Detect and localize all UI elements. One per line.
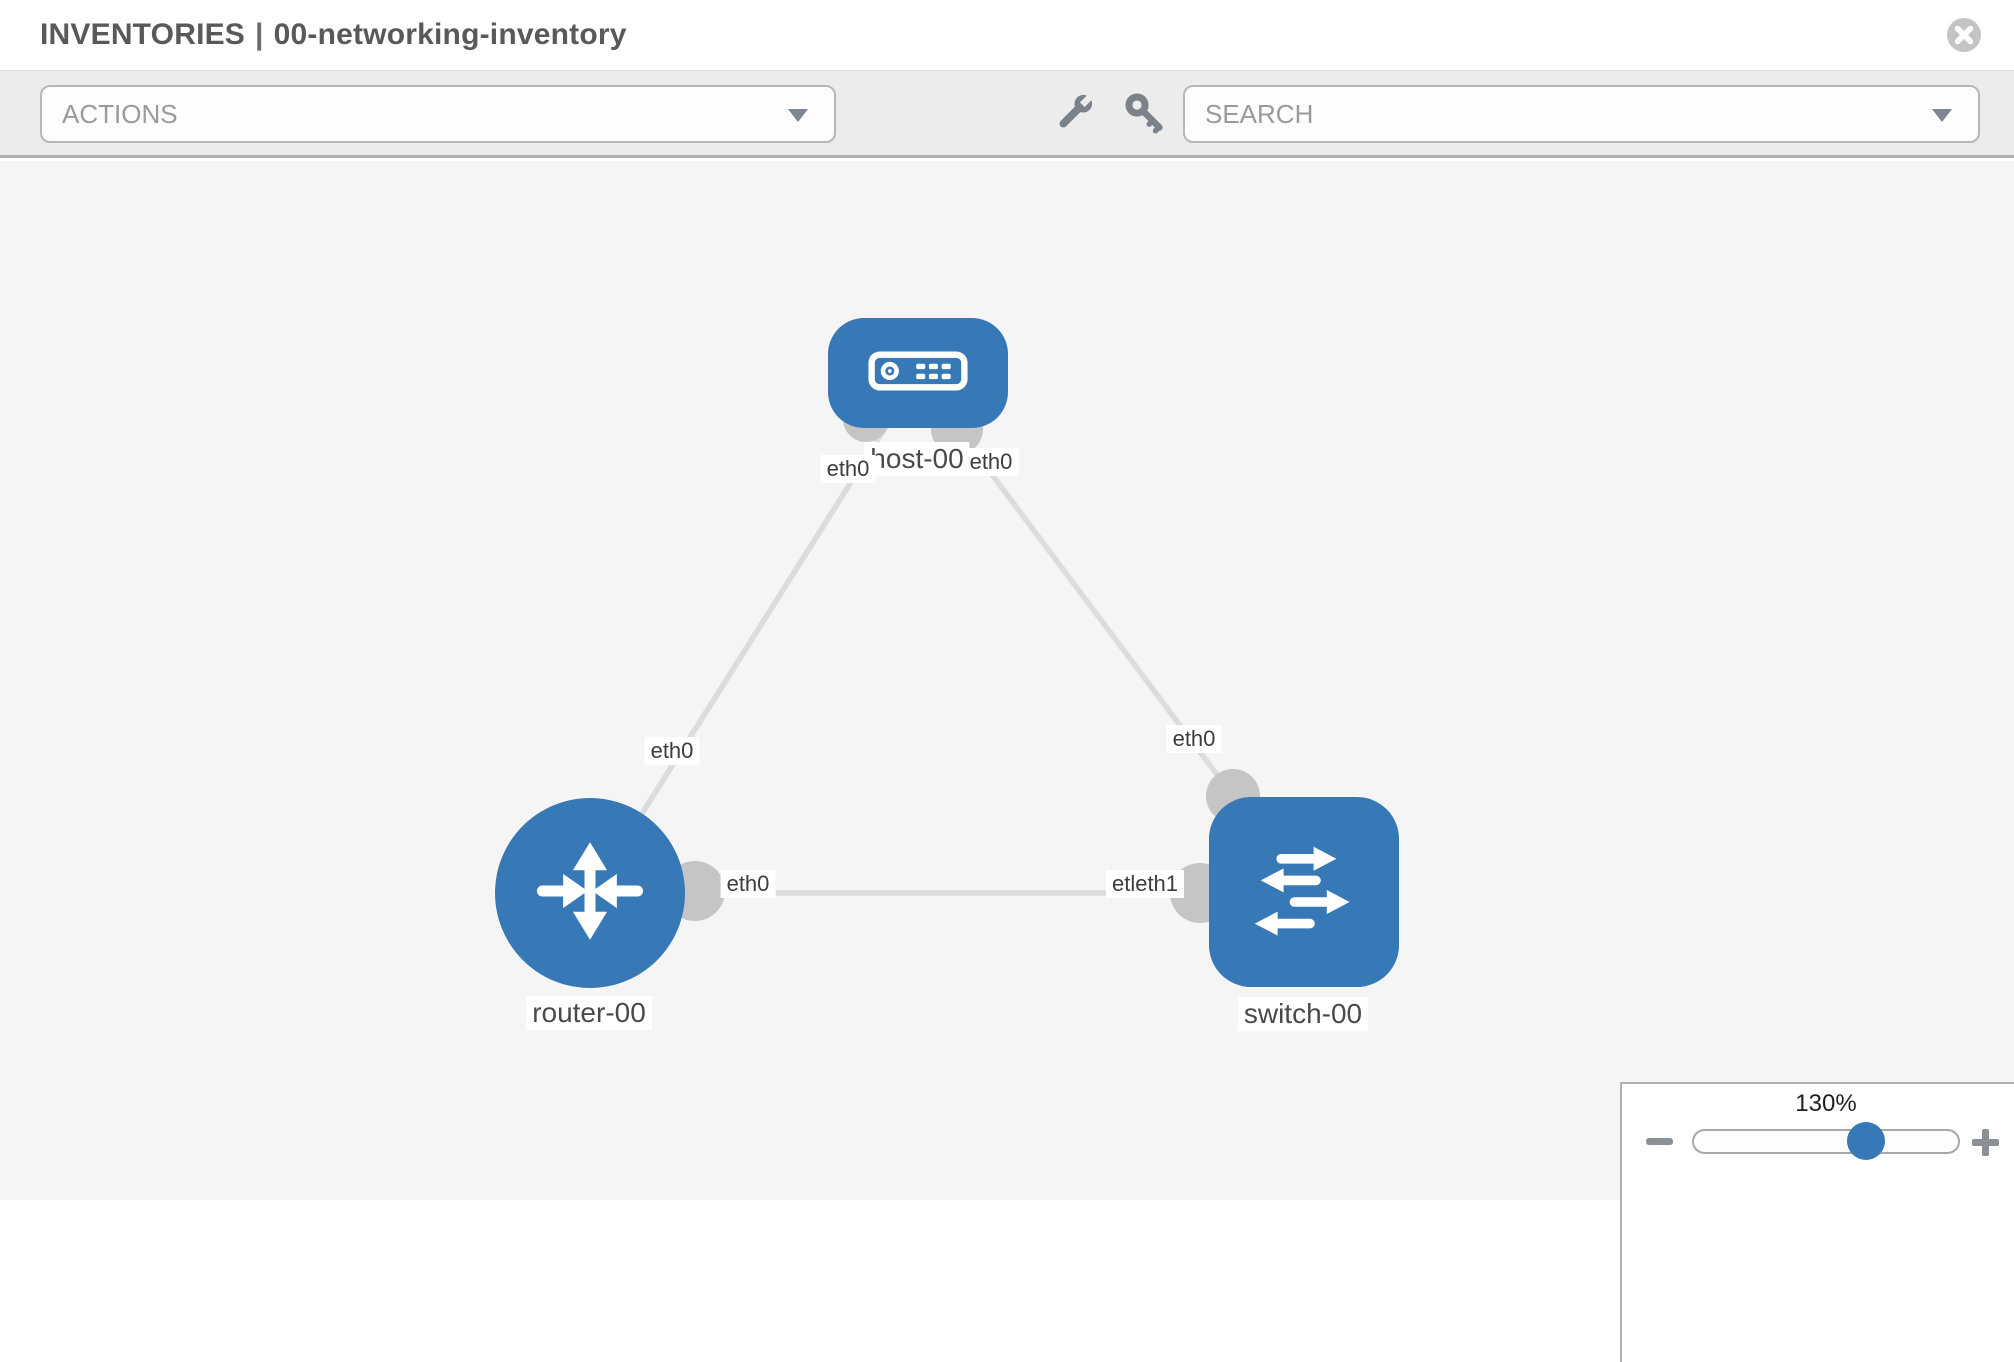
- node-label-host: host-00: [864, 442, 970, 476]
- zoom-panel: 130%: [1620, 1082, 2014, 1362]
- node-router-00[interactable]: [495, 798, 685, 988]
- breadcrumb: INVENTORIES | 00-networking-inventory: [40, 0, 627, 70]
- node-host-00[interactable]: [828, 318, 1008, 428]
- zoom-slider-thumb[interactable]: [1847, 1122, 1885, 1160]
- breadcrumb-separator: |: [255, 18, 264, 51]
- router-arrows-icon: [529, 830, 651, 957]
- close-button[interactable]: [1946, 17, 1982, 53]
- node-label-router: router-00: [526, 996, 652, 1030]
- zoom-slider-track[interactable]: [1692, 1129, 1960, 1154]
- chevron-down-icon: [1932, 109, 1952, 122]
- wrench-icon: [1053, 93, 1097, 140]
- key-icon: [1122, 92, 1166, 140]
- interface-label-switch-eth0-uplink: eth0: [1166, 725, 1222, 753]
- tools-button[interactable]: [1051, 85, 1099, 141]
- header-bar: INVENTORIES | 00-networking-inventory: [0, 0, 2014, 71]
- breadcrumb-inventory-name: 00-networking-inventory: [273, 18, 627, 51]
- chevron-down-icon: [788, 109, 808, 122]
- interface-label-host-eth0-right: eth0: [963, 448, 1019, 476]
- links-layer: [587, 374, 1304, 923]
- node-label-switch: switch-00: [1237, 997, 1369, 1031]
- credentials-button[interactable]: [1120, 85, 1168, 141]
- zoom-level-value: 130%: [1795, 1090, 1857, 1117]
- breadcrumb-section: INVENTORIES: [40, 18, 246, 51]
- switch-arrows-icon: [1244, 830, 1364, 955]
- interface-label-router-eth0-uplink: eth0: [644, 737, 700, 765]
- interface-label-switch-eth1-lan: etleth1: [1105, 870, 1185, 898]
- actions-dropdown-label: ACTIONS: [62, 99, 178, 129]
- server-icon: [868, 350, 968, 397]
- interface-label-router-eth0-lan: eth0: [720, 870, 776, 898]
- zoom-in-button plus-icon[interactable]: [1972, 1129, 1999, 1156]
- search-placeholder: SEARCH: [1205, 99, 1314, 129]
- node-switch-00[interactable]: [1209, 797, 1399, 987]
- search-dropdown[interactable]: SEARCH: [1183, 85, 1980, 143]
- toolbar: ACTIONS S: [0, 71, 2014, 158]
- actions-dropdown[interactable]: ACTIONS: [40, 85, 836, 143]
- zoom-out-button minus-icon[interactable]: [1646, 1138, 1673, 1145]
- topology-canvas[interactable]: host-00 router-00 switch-00 eth0 eth0 et…: [0, 161, 2014, 1362]
- interface-label-host-eth0-left: eth0: [820, 455, 876, 483]
- close-icon: [1946, 18, 1982, 56]
